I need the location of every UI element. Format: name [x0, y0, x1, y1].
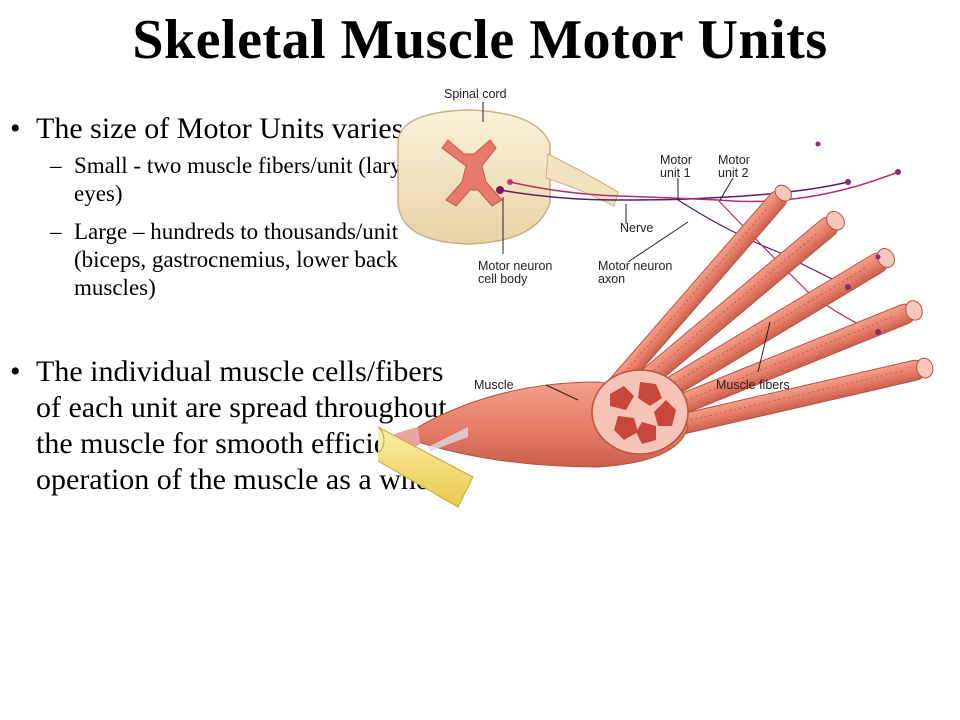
label-axon-line1: Motor neuron [598, 259, 672, 273]
sub-bullet-dash: – [50, 153, 62, 178]
sub-bullet-list: – Small - two muscle fibers/unit (larynx… [10, 152, 460, 302]
sub-bullet-dash: – [50, 219, 62, 244]
sub-bullet-text: Small - two muscle fibers/unit (larynx, … [74, 153, 431, 206]
whole-muscle-graphic [378, 369, 689, 508]
label-motor-unit-2-line2: unit 2 [718, 166, 749, 180]
label-leader-lines [482, 102, 771, 401]
spinal-cord-graphic [397, 109, 619, 245]
tendon-graphic [378, 426, 474, 508]
label-nerve: Nerve [620, 221, 653, 235]
sub-bullet-text: Large – hundreds to thousands/unit (bice… [74, 219, 399, 300]
bullet-dot: • [10, 355, 21, 388]
label-muscle-fibers: Muscle fibers [716, 378, 790, 392]
motor-neuron-axons [499, 171, 899, 333]
label-cell-body-line2: cell body [478, 272, 528, 286]
label-muscle: Muscle [474, 378, 514, 392]
bullet-text: The individual muscle cells/fibers of ea… [36, 355, 453, 496]
label-spinal-cord: Spinal cord [444, 87, 507, 101]
bullet-motor-unit-size: • The size of Motor Units varies: [10, 112, 460, 146]
motor-unit-illustration: Spinal cord Motor unit 1 Motor unit 2 Ne… [378, 87, 934, 508]
label-cell-body-line1: Motor neuron [478, 259, 552, 273]
bullet-text: The size of Motor Units varies: [36, 112, 412, 145]
label-motor-unit-2-line1: Motor [718, 153, 750, 167]
bullet-dot: • [10, 112, 21, 145]
grey-matter-icon [441, 139, 503, 207]
label-motor-unit-1-line1: Motor [660, 153, 692, 167]
bullet-fiber-distribution: • The individual muscle cells/fibers of … [10, 354, 460, 498]
label-axon-line2: axon [598, 272, 625, 286]
bullet-list: • The size of Motor Units varies: – Smal… [10, 112, 460, 498]
sub-bullet-small: – Small - two muscle fibers/unit (larynx… [10, 152, 460, 208]
sub-bullet-large: – Large – hundreds to thousands/unit (bi… [10, 218, 460, 302]
motor-end-plates [815, 141, 901, 335]
label-motor-unit-1-line2: unit 1 [660, 166, 691, 180]
slide-title: Skeletal Muscle Motor Units [132, 9, 828, 71]
